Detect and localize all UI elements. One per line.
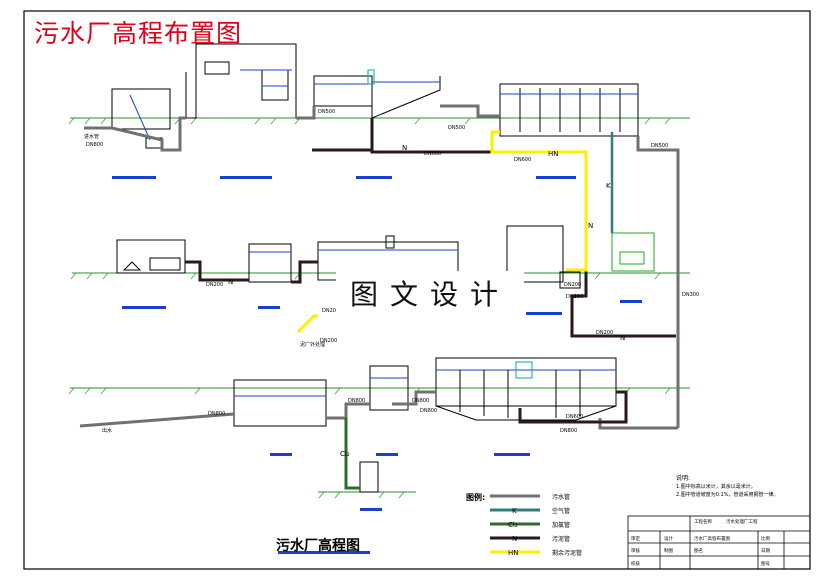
legend-label: 加氯管 [552,521,570,529]
watermark-text: 图文设计 [336,271,525,315]
label-r1b: DN500 [448,125,465,131]
label-r3g: DN200 [320,338,337,344]
contact-tank [233,379,327,427]
label-r1c: DN600 [424,151,441,157]
tag-n1: N [402,144,407,152]
label-r3f: DN800 [560,428,577,434]
tb-cell: 日期 [761,548,770,554]
tb-cell: 工程名称 [694,518,712,525]
sludge-pipes [185,118,676,424]
blower-room [611,232,655,272]
coarse-screen [111,88,171,130]
label-r2b: DN200 [322,308,339,314]
tb-project: 污水处理厂工程 [726,518,758,525]
sludge-pump-well [506,225,564,283]
distribution-well [369,365,409,411]
drawing-title: 污水厂高程图 [276,538,360,554]
tb-cell: 制图 [664,547,673,554]
label-r3d: DN800 [412,398,429,404]
legend-label: 空气管 [552,507,570,515]
sewage-pipes [79,104,680,430]
legend-row: N 污泥管 [490,535,570,543]
label-r2e: DN200 [596,330,613,336]
notes-line2: 2.图中管道坡度为0.1%，管道采用钢管一律。 [676,491,778,498]
notes-line1: 1.图中标高以米计，其余以毫米计。 [676,483,756,490]
lift-pump-station [185,43,297,119]
tag-n4: N [620,334,625,342]
label-r2a: DN200 [206,282,223,288]
section-captions [112,176,642,554]
chlorine-house [359,461,379,493]
label-r1a: DN500 [318,109,335,115]
tb-cell: 审核 [631,547,640,554]
tag-n2: N [588,222,593,230]
drawing-frame [23,10,811,570]
label-r2c: DN200 [564,282,581,288]
sludge-dewatering-house [116,239,186,274]
row3-structures [233,357,617,493]
tb-cell: 校核 [631,560,640,567]
tag-k: K [606,182,611,190]
tb-cell: 设计 [664,535,673,542]
notes-title: 说明: [676,474,690,482]
legend-tag: N [512,535,517,543]
title-block [627,515,811,570]
label-inlet-pipe: 进水管 [84,133,99,140]
excess-sludge-pipes [296,130,588,334]
legend: 图例: 污水管 K 空气管 Cl₂ 加氯管 N 污泥管 HN 剩余污泥管 [466,492,582,557]
secondary-clarifier [435,357,617,407]
legend-label: 污泥管 [552,535,570,543]
label-r2f: DN300 [682,292,699,298]
chlorine-pipes [344,418,360,490]
notes: 说明: 1.图中标高以米计，其余以毫米计。 2.图中管道坡度为0.1%，管道采用… [676,474,778,498]
label-sludge-ext: 泥厂外处理 [300,341,325,348]
label-r3b: DN800 [348,398,365,404]
legend-title: 图例: [466,492,485,502]
label-inlet: DN800 [86,142,103,148]
label-r3a: DN800 [208,411,225,417]
legend-row: HN 剩余污泥管 [490,549,582,557]
pipe-diameter-labels: DN800 进水管 DN500 DN500 DN600 DN600 DN500 … [84,109,699,434]
tb-cell: 比例 [761,535,770,542]
tag-hn: HN [548,150,559,158]
primary-tank [371,76,441,119]
label-r2d: DN200 [566,294,583,300]
legend-tag: Cl₂ [508,521,518,529]
tag-cl: Cl₂ [340,450,350,458]
label-outlet: 出水 [102,427,112,434]
aeration-tank [499,83,639,137]
label-r1e: DN500 [651,143,668,149]
legend-label: 剩余污泥管 [552,549,582,557]
legend-label: 污水管 [552,493,570,501]
title-block-text: 审定 审核 校核 设计 制图 工程名称 图名 比例 日期 图号 污水处理厂工程 … [631,518,770,567]
tb-cell: 图名 [694,547,703,554]
page-title: 污水厂高程布置图 [34,19,243,48]
label-r3e: DN600 [566,414,583,420]
tb-drawing: 污水厂高程布置图 [694,535,730,542]
tb-cell: 审定 [631,535,640,542]
label-r1d: DN600 [514,157,531,163]
legend-tag: K [512,507,517,515]
label-r3c: DN800 [420,408,437,414]
legend-tag: HN [508,549,519,557]
legend-row: K 空气管 [490,507,570,515]
sludge-tank [248,243,292,283]
tag-n3: N [228,278,233,286]
legend-row: Cl₂ 加氯管 [490,521,570,529]
row1-structures [111,43,639,149]
legend-row: 污水管 [490,493,570,501]
grit-chamber [313,75,373,107]
tb-cell: 图号 [761,561,770,567]
